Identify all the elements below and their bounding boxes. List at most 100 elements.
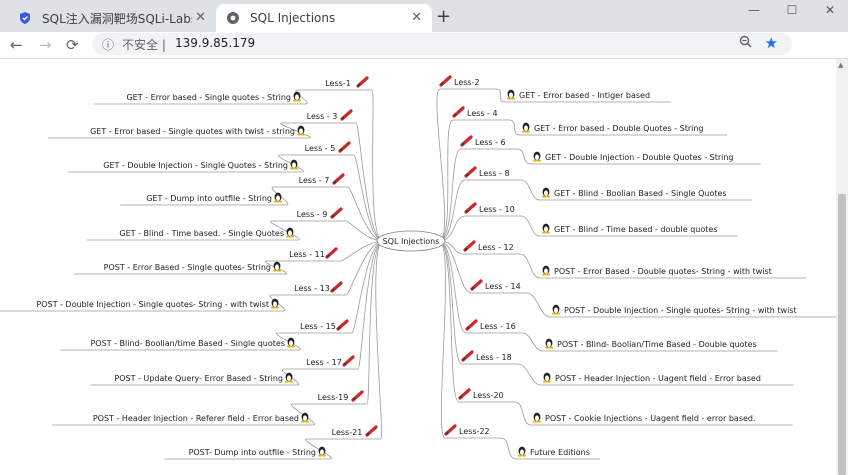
lesson-link-left[interactable]: Less - 9 — [297, 210, 328, 219]
scrollbar-thumb[interactable] — [838, 194, 846, 475]
browser-toolbar: ← → ⟳ ⓘ 不安全 | 139.9.85.179 ★ ⋮ — [0, 32, 848, 83]
lesson-link-right[interactable]: Less-2 — [454, 78, 480, 87]
right-branch-1 — [436, 88, 672, 242]
lesson-link-left[interactable]: Less - 11 — [289, 250, 325, 259]
new-tab-button[interactable]: + — [436, 6, 452, 27]
tab-sqli-labs[interactable]: SQL注入漏洞靶场SQLi-Labs_安全 ✕ — [8, 4, 216, 32]
lesson-link-right[interactable]: Less-22 — [459, 427, 490, 436]
lesson-description-left[interactable]: GET - Double Injection - Single Quotes -… — [103, 161, 288, 170]
left-branch-7: POST - Double Injection - Single quotes-… — [0, 240, 384, 312]
lesson-description-right[interactable]: GET - Double Injection - Double Quotes -… — [545, 153, 734, 162]
lesson-description-left[interactable]: GET - Error based - Single quotes with t… — [90, 127, 295, 136]
lesson-link-right[interactable]: Less - 18 — [476, 353, 512, 362]
url-text[interactable]: 139.9.85.179 — [175, 36, 256, 50]
pencil-icon — [465, 319, 478, 331]
lesson-link-right[interactable]: Less-20 — [473, 391, 504, 400]
lesson-description-left[interactable]: POST- Dump into outfile - String — [189, 448, 316, 457]
lesson-description-left[interactable]: POST - Double Injection - Single quotes-… — [36, 300, 269, 309]
linux-tux-icon — [543, 372, 551, 383]
lesson-link-right[interactable]: Less - 12 — [478, 243, 514, 252]
left-branch-2: GET - Error based - Single quotes with t… — [47, 122, 384, 242]
lesson-link-right[interactable]: Less - 14 — [485, 282, 521, 291]
linux-tux-icon — [533, 151, 541, 162]
lesson-link-left[interactable]: Less - 7 — [299, 176, 330, 185]
lesson-description-left[interactable]: POST - Update Query- Error Based - Strin… — [114, 374, 283, 383]
lesson-description-left[interactable]: GET - Dump into outfile - String — [146, 194, 272, 203]
center-node-label: SQL Injections — [383, 237, 440, 246]
linux-tux-icon — [542, 223, 550, 234]
info-icon[interactable]: ⓘ — [102, 38, 115, 52]
close-window-button[interactable]: ✕ — [824, 3, 836, 17]
lesson-link-left[interactable]: Less-21 — [332, 428, 363, 437]
linux-tux-icon — [552, 304, 560, 315]
maximize-button[interactable]: ☐ — [786, 3, 798, 17]
pencil-icon — [470, 279, 483, 291]
close-tab-icon[interactable]: ✕ — [411, 10, 422, 25]
lesson-link-left[interactable]: Less - 13 — [294, 284, 330, 293]
reload-button[interactable]: ⟳ — [66, 36, 79, 54]
linux-tux-icon — [542, 265, 550, 276]
right-branch-6 — [438, 240, 807, 279]
lesson-description-right[interactable]: Future Editions — [530, 448, 590, 457]
lesson-link-right[interactable]: Less - 16 — [480, 322, 516, 331]
linux-tux-icon — [301, 412, 309, 423]
pencil-icon — [444, 424, 457, 436]
scroll-up-arrow-icon[interactable]: ▲ — [838, 61, 844, 69]
globe-icon — [226, 11, 240, 25]
lesson-link-left[interactable]: Less-19 — [318, 393, 349, 402]
linux-tux-icon — [542, 187, 550, 198]
right-branch-11 — [438, 240, 601, 460]
lesson-link-left[interactable]: Less - 15 — [300, 322, 336, 331]
pencil-icon — [464, 202, 477, 214]
left-branch-9: POST - Update Query- Error Based - Strin… — [90, 240, 384, 386]
vertical-scrollbar[interactable]: ▲ — [836, 59, 848, 475]
lesson-description-right[interactable]: GET - Error based - Intiger based — [519, 91, 650, 100]
back-button[interactable]: ← — [10, 36, 23, 54]
linux-tux-icon — [518, 446, 526, 457]
zoom-icon[interactable] — [739, 35, 752, 52]
left-branch-1: GET - Error based - Single quotes - Stri… — [93, 89, 384, 242]
lesson-description-right[interactable]: POST - Blind- Boolian/Time Based - Doubl… — [557, 340, 757, 349]
linux-tux-icon — [285, 372, 293, 383]
lesson-description-right[interactable]: POST - Double Injection - Single quotes-… — [564, 306, 797, 315]
linux-tux-icon — [290, 159, 298, 170]
lesson-link-right[interactable]: Less - 8 — [479, 169, 510, 178]
forward-button[interactable]: → — [39, 36, 52, 54]
lesson-link-right[interactable]: Less - 6 — [475, 138, 506, 147]
lesson-description-right[interactable]: POST - Cookie Injections - Uagent field … — [545, 414, 756, 423]
lesson-description-left[interactable]: POST - Blind- Boolian/time Based - Singl… — [90, 339, 285, 348]
lesson-description-left[interactable]: POST - Header Injection - Referer field … — [93, 414, 299, 423]
lesson-description-right[interactable]: GET - Blind - Boolian Based - Single Quo… — [554, 189, 727, 198]
pencil-icon — [340, 109, 353, 121]
left-branch-5: GET - Blind - Time based. - Single Quote… — [86, 220, 384, 242]
mindmap: GET - Error based - Single quotes - Stri… — [0, 75, 836, 460]
pencil-icon — [336, 319, 349, 331]
right-branch-9 — [438, 240, 794, 386]
lesson-link-left[interactable]: Less - 3 — [307, 112, 338, 121]
lesson-description-left[interactable]: GET - Error based - Single quotes - Stri… — [126, 93, 291, 102]
linux-tux-icon — [522, 122, 530, 133]
linux-tux-icon — [274, 192, 282, 203]
pencil-icon — [330, 207, 343, 219]
linux-tux-icon — [545, 338, 553, 349]
lesson-description-right[interactable]: POST - Header Injection - Uagent field -… — [555, 374, 761, 383]
lesson-link-right[interactable]: Less - 4 — [467, 109, 498, 118]
lesson-description-left[interactable]: POST - Error Based - Single quotes- Stri… — [104, 263, 271, 272]
bookmark-star-icon[interactable]: ★ — [764, 34, 778, 52]
pencil-icon — [439, 75, 452, 87]
minimize-button[interactable]: — — [748, 3, 760, 17]
lesson-description-left[interactable]: GET - Blind - Time based. - Single Quote… — [119, 229, 284, 238]
lesson-description-right[interactable]: GET - Blind - Time based - double quotes — [554, 225, 718, 234]
shield-icon — [18, 11, 32, 25]
tab-sql-injections[interactable]: SQL Injections ✕ — [216, 4, 432, 32]
lesson-description-right[interactable]: POST - Error Based - Double quotes- Stri… — [554, 267, 772, 276]
address-bar[interactable]: ⓘ 不安全 | 139.9.85.179 ★ — [92, 33, 792, 55]
close-tab-icon[interactable]: ✕ — [195, 10, 206, 25]
lesson-link-left[interactable]: Less - 17 — [306, 358, 342, 367]
pencil-icon — [458, 388, 471, 400]
pencil-icon — [461, 350, 474, 362]
lesson-link-right[interactable]: Less - 10 — [479, 205, 515, 214]
lesson-link-left[interactable]: Less - 5 — [305, 144, 336, 153]
lesson-description-right[interactable]: GET - Error based - Double Quotes - Stri… — [534, 124, 704, 133]
lesson-link-left[interactable]: Less-1 — [325, 79, 351, 88]
